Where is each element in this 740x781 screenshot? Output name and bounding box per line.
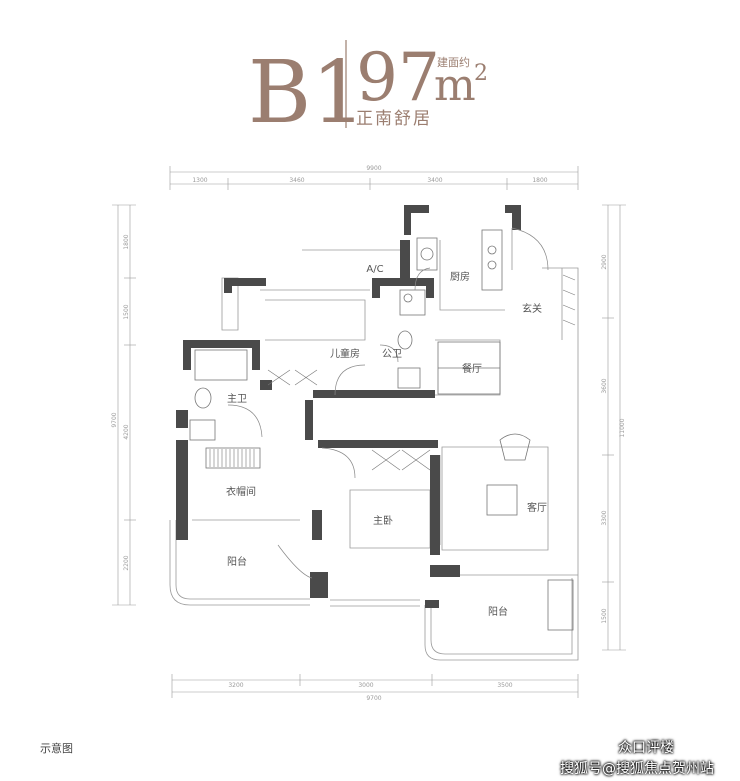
dim-left-4: 2200	[123, 555, 130, 570]
label-master-bath: 主卫	[227, 393, 247, 405]
label-dining: 餐厅	[462, 362, 482, 375]
bottom-dimension-lines	[171, 674, 579, 698]
unit-code: B1	[248, 43, 366, 143]
dim-left-1: 1800	[123, 234, 130, 249]
orientation-label: 正南舒居	[356, 109, 432, 129]
dim-right-1: 2900	[601, 254, 608, 269]
closet-hatching	[209, 274, 576, 471]
watermark-bottom: 搜狐号@搜狐焦点贺州站	[560, 761, 714, 777]
label-kitchen: 厨房	[450, 270, 470, 283]
dim-right-total: 11000	[619, 418, 626, 437]
area-superscript: 2	[474, 61, 488, 86]
dim-bottom-2: 3000	[358, 682, 373, 689]
dim-right-2: 3600	[601, 378, 608, 393]
structural-walls	[176, 205, 521, 608]
label-ac: A/C	[366, 264, 383, 275]
dim-bottom-1: 3200	[228, 682, 243, 689]
area-unit: m	[434, 60, 476, 111]
right-dimension-lines	[602, 204, 626, 651]
label-balcony-left: 阳台	[227, 555, 247, 568]
top-dimension-lines	[169, 166, 579, 190]
dim-top-3: 3400	[427, 177, 442, 184]
watermark-top: 众口评楼	[618, 740, 674, 756]
left-dimension-lines	[112, 204, 136, 606]
label-walk-in-closet: 衣帽间	[226, 485, 256, 498]
label-living-room: 客厅	[527, 501, 547, 514]
dim-top-4: 1800	[532, 177, 547, 184]
dim-left-2: 1500	[123, 304, 130, 319]
footer-note: 示意图	[40, 742, 73, 755]
area-number: 97	[356, 39, 440, 116]
label-foyer: 玄关	[522, 302, 542, 315]
area-prefix: 建面约	[437, 55, 470, 69]
label-balcony-right: 阳台	[488, 605, 508, 618]
dim-right-3: 3300	[601, 510, 608, 525]
dim-right-4: 1500	[601, 608, 608, 623]
door-swings	[227, 227, 549, 579]
dim-bottom-3: 3500	[497, 682, 512, 689]
dim-left-3: 4200	[123, 424, 130, 439]
label-kids-room: 儿童房	[330, 347, 360, 360]
dim-top-total: 9900	[366, 165, 381, 172]
dim-left-total: 9700	[111, 412, 118, 427]
label-public-bath: 公卫	[382, 349, 402, 360]
fixtures	[189, 229, 574, 631]
thin-walls	[169, 240, 579, 661]
dim-top-1: 1300	[192, 177, 207, 184]
label-master-bedroom: 主卧	[373, 514, 393, 527]
dim-top-2: 3460	[289, 177, 304, 184]
dim-bottom-total: 9700	[366, 695, 381, 702]
